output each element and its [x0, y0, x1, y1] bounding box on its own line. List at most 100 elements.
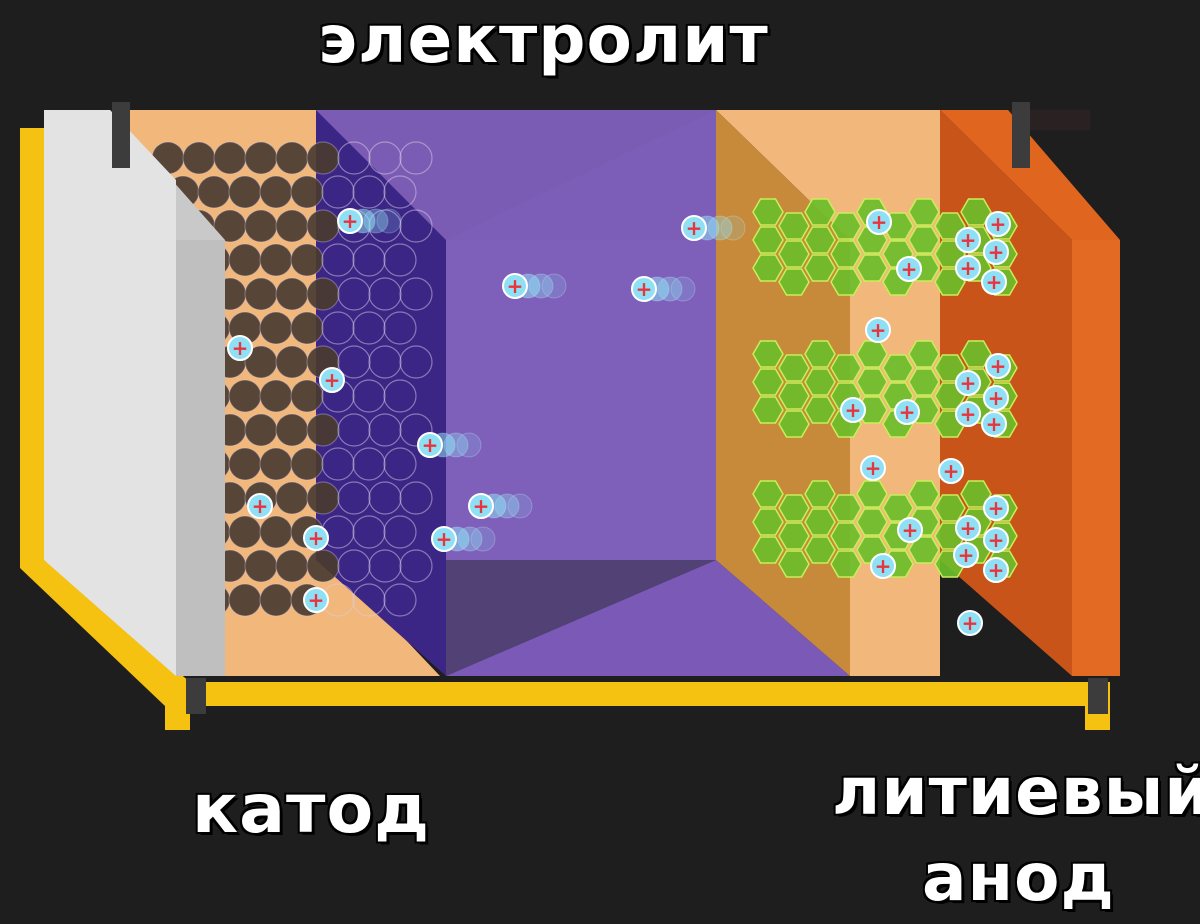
- svg-text:+: +: [988, 496, 1005, 520]
- svg-text:+: +: [636, 277, 653, 301]
- graphite-hexagon-icon: [908, 368, 940, 396]
- lithium-ion-icon: +: [985, 211, 1011, 237]
- cathode-particle-icon: [275, 277, 309, 311]
- lithium-ion-icon: +: [957, 610, 983, 636]
- lithium-ion-icon: +: [860, 455, 886, 481]
- graphite-hexagon-icon: [830, 522, 862, 550]
- svg-text:+: +: [342, 209, 359, 233]
- graphite-hexagon-icon: [804, 480, 836, 508]
- cathode-particle-icon: [368, 345, 402, 379]
- svg-text:+: +: [870, 318, 887, 342]
- lithium-ion-icon: +: [955, 515, 981, 541]
- lithium-ion-icon: +: [431, 526, 457, 552]
- lithium-ion-icon: +: [502, 273, 528, 299]
- graphite-hexagon-icon: [830, 268, 862, 296]
- lithium-ion-icon: +: [896, 256, 922, 282]
- cathode-particle-icon: [337, 141, 371, 175]
- graphite-hexagon-icon: [830, 240, 862, 268]
- graphite-hexagon-icon: [778, 494, 810, 522]
- lithium-ion-icon: +: [985, 353, 1011, 379]
- cathode-particle-icon: [244, 277, 278, 311]
- graphite-hexagon-icon: [778, 550, 810, 578]
- cathode-particle-icon: [275, 549, 309, 583]
- svg-text:+: +: [960, 516, 977, 540]
- graphite-hexagon-icon: [908, 226, 940, 254]
- graphite-hexagon-icon: [752, 340, 784, 368]
- cathode-particle-icon: [228, 583, 262, 617]
- cathode-particle-icon: [399, 481, 433, 515]
- cathode-particle-icon: [352, 379, 386, 413]
- cathode-particle-icon: [228, 515, 262, 549]
- cathode-particle-icon: [244, 413, 278, 447]
- cathode-particle-icon: [306, 277, 340, 311]
- svg-text:+: +: [252, 494, 269, 518]
- cathode-particle-icon: [275, 345, 309, 379]
- svg-text:+: +: [962, 611, 979, 635]
- lithium-ion-icon: +: [953, 542, 979, 568]
- svg-text:+: +: [960, 228, 977, 252]
- cathode-particle-icon: [182, 141, 216, 175]
- graphite-hexagon-icon: [830, 212, 862, 240]
- lithium-ion-icon: +: [247, 493, 273, 519]
- graphite-hexagon-icon: [752, 198, 784, 226]
- graphite-hexagon-icon: [778, 522, 810, 550]
- graphite-hexagon-icon: [960, 198, 992, 226]
- cathode-particle-icon: [244, 141, 278, 175]
- cathode-label: катод: [192, 770, 431, 849]
- graphite-hexagon-icon: [908, 536, 940, 564]
- svg-text:+: +: [988, 558, 1005, 582]
- graphite-hexagon-icon: [856, 508, 888, 536]
- lithium-ion-icon: +: [894, 399, 920, 425]
- cathode-particle-icon: [290, 243, 324, 277]
- cathode-particle-icon: [244, 549, 278, 583]
- lithium-ion-icon: +: [955, 401, 981, 427]
- lithium-ion-icon: +: [983, 557, 1009, 583]
- cathode-particle-icon: [306, 549, 340, 583]
- cathode-particle-icon: [337, 481, 371, 515]
- svg-text:+: +: [986, 412, 1003, 436]
- cathode-particle-icon: [290, 379, 324, 413]
- cathode-particle-icon: [383, 379, 417, 413]
- graphite-hexagon-icon: [804, 396, 836, 424]
- cathode-particle-icon: [259, 515, 293, 549]
- svg-text:+: +: [308, 588, 325, 612]
- cathode-particle-icon: [337, 413, 371, 447]
- electrolyte-label: электролит: [318, 1, 769, 78]
- cathode-particle-icon: [321, 175, 355, 209]
- cathode-particle-icon: [383, 447, 417, 481]
- svg-text:+: +: [988, 386, 1005, 410]
- cathode-particle-icon: [399, 209, 433, 243]
- ion-trail: [376, 208, 402, 234]
- cathode-particle-icon: [244, 209, 278, 243]
- terminal-icon: [112, 102, 130, 168]
- graphite-hexagon-icon: [830, 550, 862, 578]
- svg-text:+: +: [988, 240, 1005, 264]
- cathode-plate: [44, 110, 225, 676]
- svg-text:+: +: [324, 368, 341, 392]
- graphite-hexagon-icon: [960, 340, 992, 368]
- cathode-particle-icon: [306, 481, 340, 515]
- graphite-hexagon-icon: [908, 198, 940, 226]
- lithium-ion-icon: +: [840, 397, 866, 423]
- graphite-hexagon-icon: [752, 226, 784, 254]
- graphite-hexagon-icon: [830, 494, 862, 522]
- lithium-ion-icon: +: [319, 367, 345, 393]
- cathode-particle-icon: [259, 243, 293, 277]
- cathode-particle-icon: [368, 277, 402, 311]
- svg-text:+: +: [986, 270, 1003, 294]
- graphite-hexagon-icon: [804, 508, 836, 536]
- cathode-particle-icon: [368, 141, 402, 175]
- graphite-hexagon-icon: [752, 536, 784, 564]
- lithium-ion-icon: +: [631, 276, 657, 302]
- graphite-hexagon-icon: [856, 368, 888, 396]
- anode-label-line2: анод: [922, 839, 1115, 916]
- graphite-hexagon-icon: [752, 254, 784, 282]
- cathode-particle-icon: [321, 447, 355, 481]
- svg-text:+: +: [960, 371, 977, 395]
- ion-trail: [541, 273, 567, 299]
- lithium-ion-icon: +: [866, 209, 892, 235]
- anode-label-line1: литиевый: [832, 753, 1200, 830]
- lithium-ion-icon: +: [938, 458, 964, 484]
- graphite-hexagon-icon: [804, 254, 836, 282]
- graphite-hexagon-icon: [778, 268, 810, 296]
